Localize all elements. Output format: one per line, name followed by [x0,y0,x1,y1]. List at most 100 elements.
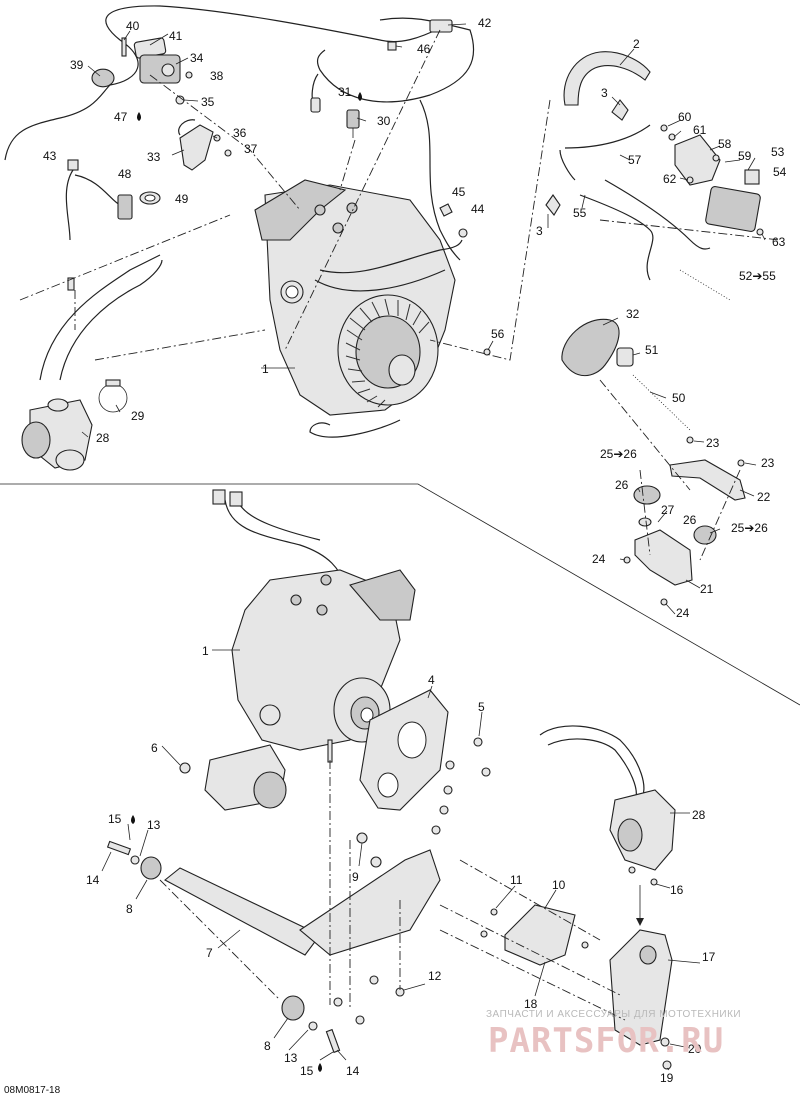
bolt-14a [106,840,132,856]
callout-38: 38 [210,69,224,83]
callout-57: 57 [628,153,642,167]
callout-8b: 8 [264,1039,271,1053]
fuel-tank-cap-32 [561,318,620,377]
callout-19: 19 [660,1071,674,1085]
clamp-29 [98,383,128,413]
oil-drop-icon-47 [137,112,141,121]
callout-41: 41 [169,29,183,43]
callout-32: 32 [626,307,640,321]
clip-3b [545,194,561,216]
nut-9a [356,832,368,844]
callout-36: 36 [233,126,247,140]
carb-bottom-inlet [617,818,643,852]
callout-23b: 23 [761,456,775,470]
arrow-head-17 [636,918,644,926]
section-divider-line [0,483,800,706]
callout-14b: 14 [346,1064,360,1078]
bolt-23b [737,459,745,467]
nut-19 [662,1060,672,1070]
carb-cap [47,398,69,412]
nut-11 [490,908,498,916]
mount-bracket-22 [669,459,746,501]
callout-28a: 28 [96,431,110,445]
ref-line-j [639,469,651,556]
callout-46: 46 [417,42,431,56]
callout-12: 12 [428,969,442,983]
ref-line-e [284,29,441,351]
callout-37: 37 [244,142,258,156]
watermark-logo: PARTSFOR.RU [488,1021,725,1061]
callout-33: 33 [147,150,161,164]
callout-1a: 1 [262,362,269,376]
clamp-29-screw [105,379,121,387]
callout-4: 4 [428,673,435,687]
washer-23a [686,436,694,444]
callout-6: 6 [151,741,158,755]
callout-51: 51 [645,343,659,357]
callout-26a: 26 [615,478,629,492]
engine-wiring-bottom-2 [239,504,321,541]
callout-60: 60 [678,110,692,124]
engine-assembly-top [254,179,463,416]
bracket-33 [179,124,214,171]
vent-line-55 [579,194,654,281]
callout-13a: 13 [147,818,161,832]
spark-plug-30 [346,109,360,129]
watermark-caption: ЗАПЧАСТИ И АКСЕССУАРЫ ДЛЯ МОТОТЕХНИКИ [486,1009,742,1020]
callout-16: 16 [670,883,684,897]
callout-31: 31 [338,85,352,99]
callout-8a: 8 [126,902,133,916]
connector-bottom-b [229,491,243,507]
callout-55: 55 [573,206,587,220]
callout-21: 21 [700,582,714,596]
ref-line-q [439,929,626,1021]
module-52 [705,186,761,232]
cable-tie-45 [439,203,453,217]
callout-54: 54 [773,165,787,179]
washer-13a [130,855,140,865]
nut-24b [660,598,668,606]
callout-23a: 23 [706,436,720,450]
bolt-5c [481,767,491,777]
callout-34: 34 [190,51,204,65]
callout-29: 29 [131,409,145,423]
washer-20 [660,1037,670,1047]
bolt-5a [473,737,483,747]
exhaust-pipe-7 [164,867,321,956]
callout-50: 50 [672,391,686,405]
callout-35: 35 [201,95,215,109]
callout-2: 2 [633,37,640,51]
bracket-33-wire [178,119,196,136]
callout-25-26b: 25➔26 [731,521,768,535]
callout-58: 58 [718,137,732,151]
carb-cables [39,254,161,381]
callout-26b: 26 [683,513,697,527]
ref-line-r [159,879,281,1001]
nut-18 [581,941,589,949]
bolt-5e [439,805,449,815]
callout-7: 7 [206,946,213,960]
callout-56: 56 [491,327,505,341]
callout-13b: 13 [284,1051,298,1065]
nut-38 [185,71,193,79]
callout-53: 53 [771,145,785,159]
connector-bottom-a [212,489,226,505]
callout-10: 10 [552,878,566,892]
bolt-5b [445,760,455,770]
callout-27: 27 [661,503,675,517]
carb-cables-bottom-2 [547,738,637,801]
ref-line-f [339,139,356,191]
callout-63: 63 [772,235,786,249]
callout-15a: 15 [108,812,122,826]
starter-gear [253,771,287,809]
callout-40: 40 [126,19,140,33]
callout-49: 49 [175,192,189,206]
gasket-4-hole-b [377,772,399,798]
connector-54 [744,169,760,185]
ref-line-c [149,74,301,211]
spacer-51 [616,347,634,367]
nut-12d [355,1015,365,1025]
rubber-mount-8b [281,995,305,1021]
mount-bracket-21 [634,529,693,586]
